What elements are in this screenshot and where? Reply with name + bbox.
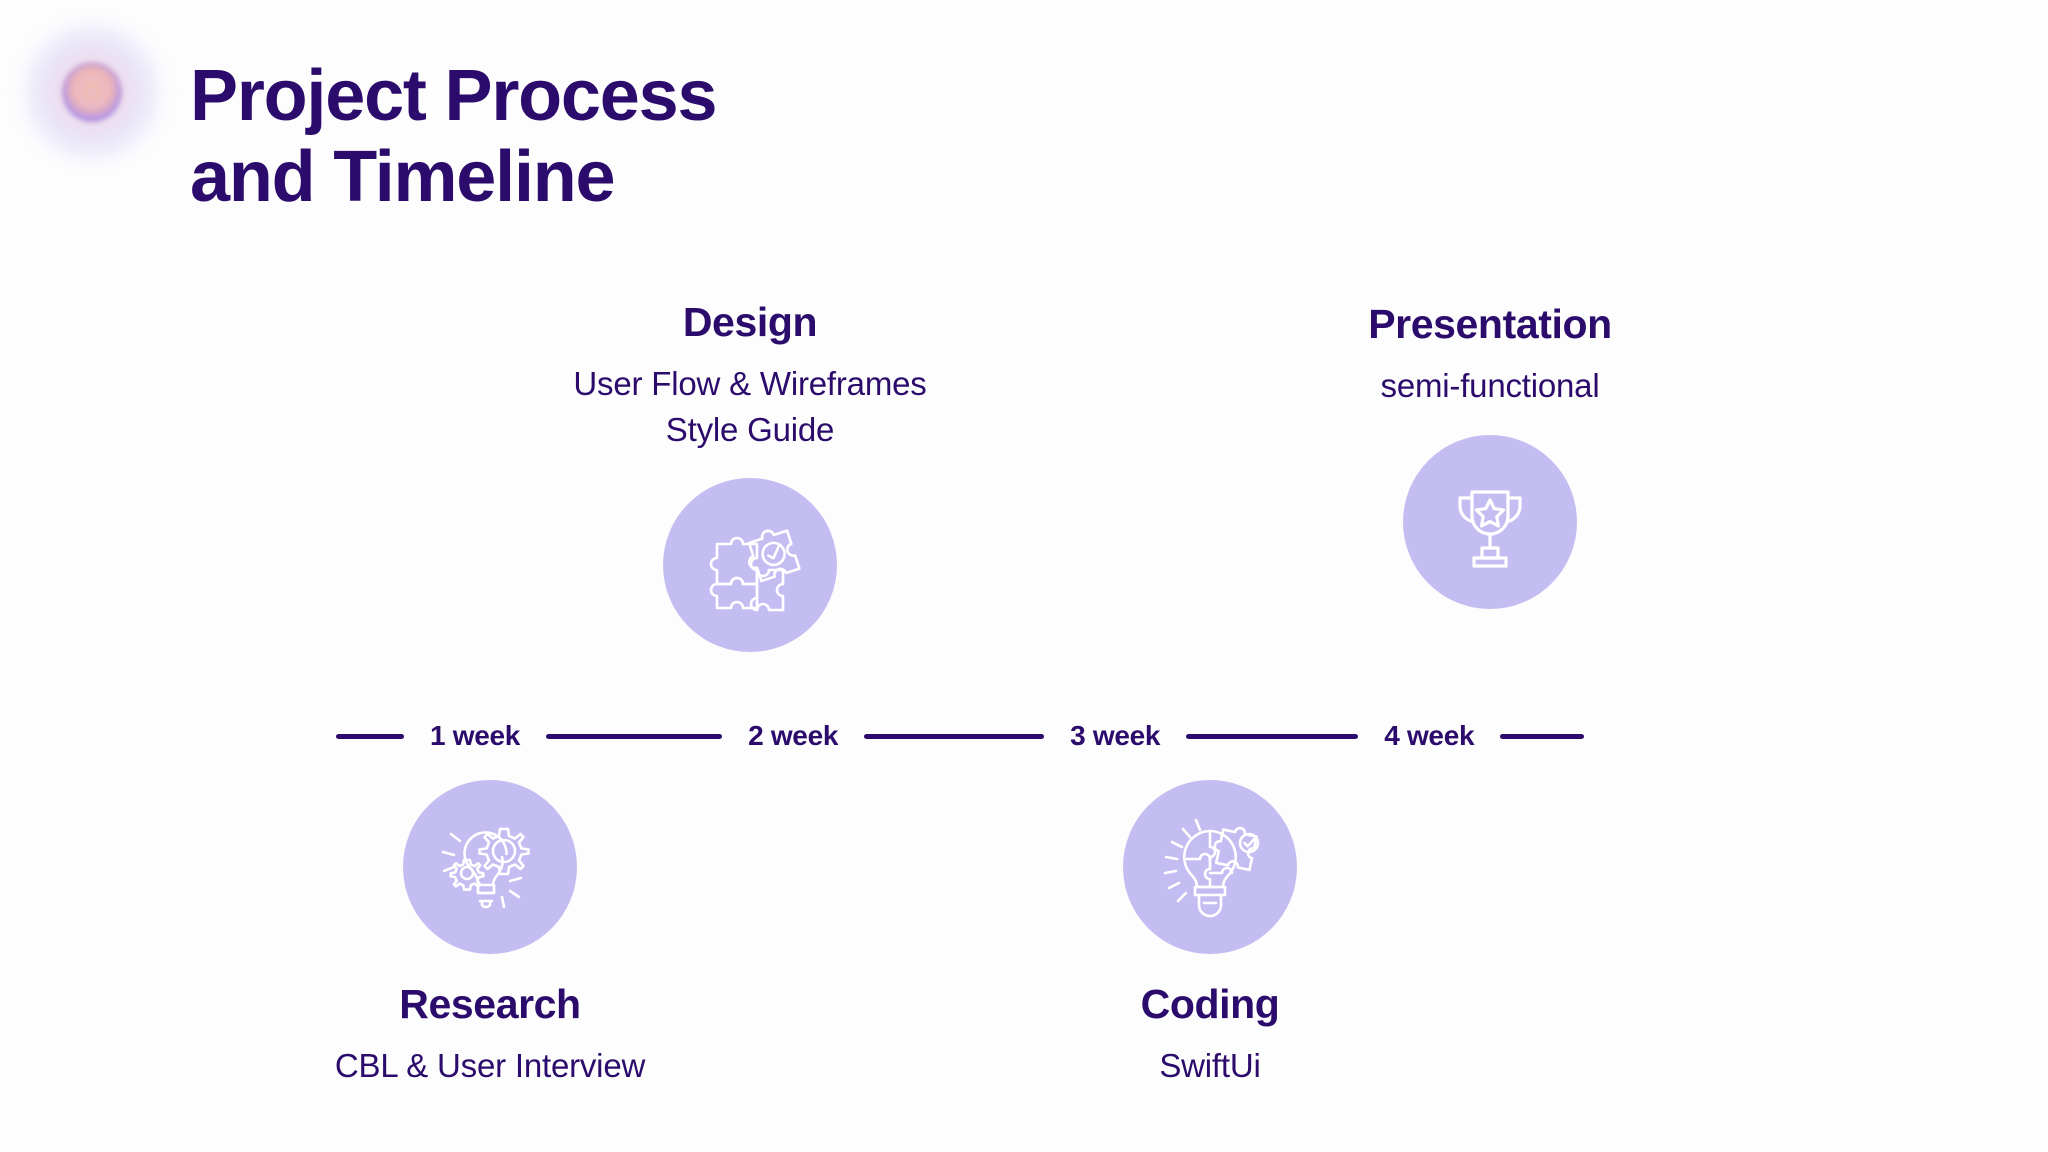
milestone-design-badge[interactable] [663,478,837,653]
glow-orb-decoration [22,22,162,162]
milestone-design[interactable]: Design User Flow & Wireframes Style Guid… [530,299,970,653]
milestone-presentation-badge[interactable] [1403,434,1577,609]
trophy-star-icon [1458,490,1522,568]
milestone-presentation-heading: Presentation [1368,301,1612,347]
milestone-research[interactable]: Research CBL & User Interview [270,780,710,1089]
timeline-segment [1186,733,1359,739]
timeline-label-1: 1 week [430,720,521,751]
milestone-coding-heading: Coding [1140,981,1280,1027]
orb-pattern-icon [76,76,108,108]
milestone-research-heading: Research [399,981,581,1027]
page-title: Project Process and Timeline [190,56,717,217]
puzzle-check-icon [709,529,801,612]
timeline-segment [864,733,1045,739]
timeline-segment [336,733,404,739]
timeline-label-4: 4 week [1384,720,1475,751]
milestone-coding-badge[interactable] [1123,780,1297,954]
lightbulb-gear-icon [441,827,530,909]
milestone-presentation-subtitle: semi-functional [1380,367,1600,405]
milestone-presentation[interactable]: Presentation semi-functional [1280,301,1700,609]
lightbulb-puzzle-icon [1163,818,1260,918]
timeline-label-2: 2 week [748,720,839,751]
timeline-segment [1500,733,1585,739]
milestone-coding-subtitle: SwiftUi [1159,1047,1261,1085]
timeline-label-3: 3 week [1070,720,1161,751]
milestone-research-subtitle: CBL & User Interview [334,1047,646,1085]
milestone-coding[interactable]: Coding SwiftUi [1010,780,1410,1089]
glow-orb-core [62,62,122,122]
timeline-segment [546,733,723,739]
milestone-design-heading: Design [682,299,818,345]
milestone-research-badge[interactable] [403,780,577,954]
timeline: 1 week 2 week 3 week 4 week [336,710,1756,762]
milestone-design-subtitle: User Flow & Wireframes Style Guide [573,365,927,448]
